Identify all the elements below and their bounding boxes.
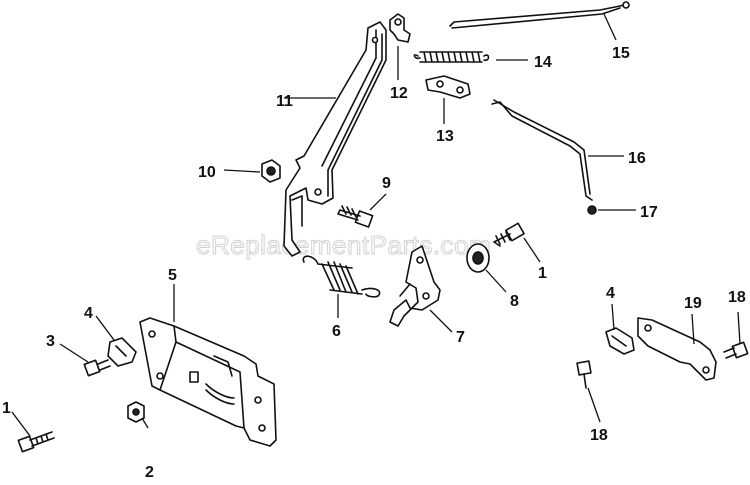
callout-8: 8 [510, 293, 519, 310]
part-4-clip-right [605, 327, 635, 355]
part-9-screw [337, 205, 374, 228]
callout-5: 5 [168, 267, 177, 284]
part-7-bracket [389, 245, 441, 327]
part-15-rod [449, 1, 630, 29]
leader-lines [11, 13, 741, 437]
callout-11: 11 [276, 93, 293, 110]
callout-1-lower: 1 [2, 400, 11, 417]
callout-13: 13 [436, 128, 454, 145]
callout-6: 6 [332, 323, 341, 340]
watermark: eReplacementParts.com [196, 230, 491, 260]
part-8-washer [466, 243, 490, 273]
part-13-bracket [425, 75, 471, 99]
part-5-base-plate [139, 317, 277, 447]
part-6-spring [302, 255, 381, 298]
part-19-plate [637, 317, 717, 381]
part-18-screw-lower [576, 360, 592, 389]
part-17-nut [587, 205, 597, 215]
part-18-screw-upper [723, 341, 749, 359]
part-16-rod [491, 99, 593, 201]
callout-labels: 1 1 2 3 4 4 5 6 7 8 9 10 11 12 13 14 15 … [2, 45, 746, 481]
callout-12: 12 [390, 85, 408, 102]
callout-16: 16 [628, 150, 646, 167]
part-3-screw [83, 359, 111, 377]
callout-18-lower: 18 [590, 427, 608, 444]
part-4-clip-left [107, 337, 137, 367]
callout-4-left: 4 [84, 305, 93, 322]
part-14-spring [413, 51, 490, 63]
callout-15: 15 [612, 45, 630, 62]
callout-9: 9 [382, 175, 391, 192]
callout-3: 3 [46, 333, 55, 350]
callout-14: 14 [534, 54, 552, 71]
callout-10: 10 [198, 164, 216, 181]
part-11-lever [283, 21, 387, 257]
part-10-nut [261, 159, 281, 183]
callout-7: 7 [456, 329, 465, 346]
callout-18-upper: 18 [728, 289, 746, 306]
part-1-screw-lower [17, 431, 55, 453]
callout-4-right: 4 [606, 285, 615, 302]
callout-19: 19 [684, 295, 702, 312]
callout-1-upper: 1 [538, 265, 547, 282]
part-2-nut [127, 401, 145, 423]
callout-17: 17 [640, 204, 658, 221]
callout-2: 2 [145, 464, 154, 481]
part-1-screw-upper [493, 222, 525, 247]
part-12-clip [389, 13, 411, 43]
